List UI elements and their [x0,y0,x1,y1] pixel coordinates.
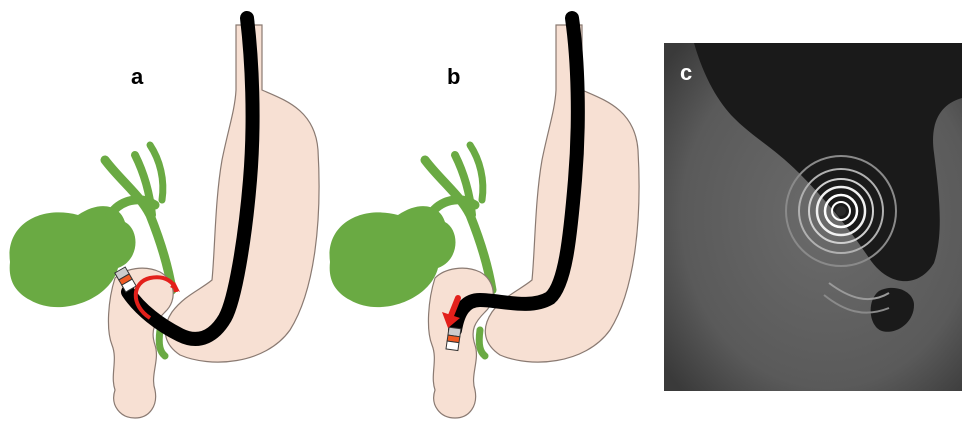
panel-a-illustration [0,0,320,423]
panel-label-a: a [131,64,143,90]
panel-label-b: b [447,64,460,90]
duodenum [108,268,173,418]
echoendoscope-tip-icon [446,327,461,350]
panel-c-ultrasound-image [664,43,962,391]
duodenum [428,268,493,418]
panel-label-c: c [680,60,692,86]
panel-b-illustration [320,0,650,423]
stomach [485,25,639,362]
